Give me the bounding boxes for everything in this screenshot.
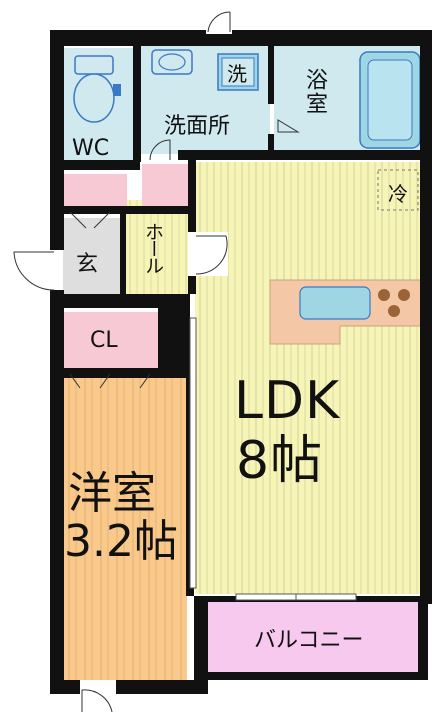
washbasin [151,49,193,75]
washroom-label: 洗面所 [164,114,231,139]
hall-label: ホール [142,222,164,273]
stove-burner [388,305,400,317]
ldk-label-line1: LDK [234,371,341,431]
ldk-grain [195,162,425,594]
entrance-label: 玄 [76,252,99,277]
stove-burner [378,289,390,301]
toilet-bowl [73,73,115,123]
entrance-floor [63,218,123,296]
bedroom-grain [63,378,187,680]
toilet-tank [74,55,114,75]
balcony-floor [208,600,422,672]
washbasin-bowl [158,53,186,71]
bath-label: 浴室 [302,68,327,116]
windows [189,317,357,601]
doors [10,11,300,712]
closet-label: CL [90,328,118,353]
storage-left [63,174,127,206]
closet-floor [63,312,159,368]
kitchen-sink [299,286,371,320]
bathtub-inner [367,59,413,141]
ldk-label-line2: 8帖 [236,431,324,491]
wc-label: WC [72,136,110,161]
stove-burner [398,289,410,301]
balcony-label: バルコニー [254,628,364,653]
toilet-tap [113,84,121,96]
hall-grain [126,200,188,296]
bedroom-label-line1: 洋室 [68,468,156,519]
washer-label: 洗 [227,62,247,86]
fridge-label: 冷 [388,182,408,206]
storage-right [142,164,188,206]
washer-inner [221,57,255,87]
fridge-box [377,169,419,211]
walls [50,30,432,694]
bedroom-label-line2: 3.2帖 [64,516,178,567]
